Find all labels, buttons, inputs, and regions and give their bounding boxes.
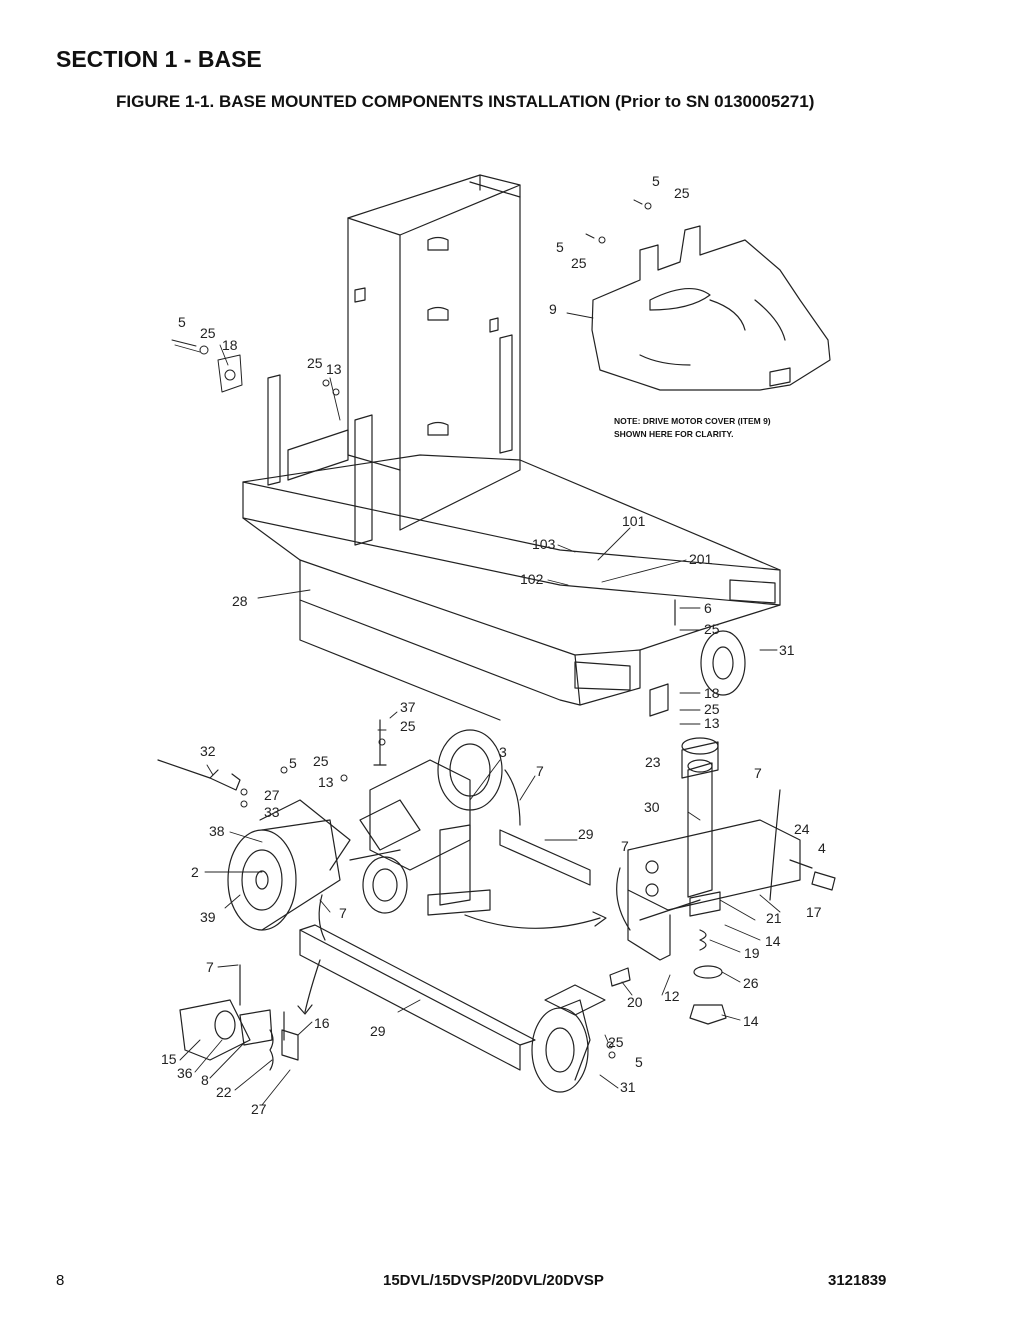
callout-5: 5 xyxy=(178,314,186,330)
callout-12: 12 xyxy=(664,988,680,1004)
base-frame xyxy=(242,454,781,721)
callout-5: 5 xyxy=(289,755,297,771)
callout-23: 23 xyxy=(645,754,661,770)
model-numbers: 15DVL/15DVSP/20DVL/20DVSP xyxy=(383,1272,604,1289)
upright-mast xyxy=(267,174,521,546)
callout-39: 39 xyxy=(200,909,216,925)
callout-19: 19 xyxy=(744,945,760,961)
steer-assembly xyxy=(609,737,836,1025)
callout-25: 25 xyxy=(307,355,323,371)
callout-25: 25 xyxy=(608,1034,624,1050)
callout-38: 38 xyxy=(209,823,225,839)
figure-title: FIGURE 1-1. BASE MOUNTED COMPONENTS INST… xyxy=(116,92,815,111)
brake-assembly xyxy=(179,964,299,1071)
caster-wheels xyxy=(531,599,746,1093)
callout-21: 21 xyxy=(766,910,782,926)
callout-32: 32 xyxy=(200,743,216,759)
callout-13: 13 xyxy=(318,774,334,790)
callout-9: 9 xyxy=(549,301,557,317)
callout-8: 8 xyxy=(201,1072,209,1088)
callout-17: 17 xyxy=(806,904,822,920)
callout-30: 30 xyxy=(644,799,660,815)
callout-2: 2 xyxy=(191,864,199,880)
callout-16: 16 xyxy=(314,1015,330,1031)
callout-29: 29 xyxy=(578,826,594,842)
callout-102: 102 xyxy=(520,571,544,587)
callout-24: 24 xyxy=(794,821,810,837)
callout-25: 25 xyxy=(313,753,329,769)
callout-labels: 5 25 5 25 9 5 25 18 25 13 101 103 201 10… xyxy=(161,173,826,1117)
callout-31: 31 xyxy=(779,642,795,658)
callout-27: 27 xyxy=(264,787,280,803)
callout-14: 14 xyxy=(743,1013,759,1029)
drive-motor-cover xyxy=(591,225,831,391)
leader-lines xyxy=(174,312,781,1106)
section-title: SECTION 1 - BASE xyxy=(56,46,262,72)
callout-4: 4 xyxy=(818,840,826,856)
note-line-2: SHOWN HERE FOR CLARITY. xyxy=(614,429,733,439)
callout-201: 201 xyxy=(689,551,713,567)
callout-28: 28 xyxy=(232,593,248,609)
callout-3: 3 xyxy=(499,744,507,760)
callout-27: 27 xyxy=(251,1101,267,1117)
callout-13: 13 xyxy=(326,361,342,377)
callout-103: 103 xyxy=(532,536,556,552)
callout-7: 7 xyxy=(621,838,629,854)
callout-6: 6 xyxy=(704,600,712,616)
callout-5: 5 xyxy=(635,1054,643,1070)
callout-13: 13 xyxy=(704,715,720,731)
callout-36: 36 xyxy=(177,1065,193,1081)
callout-5: 5 xyxy=(556,239,564,255)
callout-18: 18 xyxy=(704,685,720,701)
callout-7: 7 xyxy=(754,765,762,781)
callout-20: 20 xyxy=(627,994,643,1010)
document-number: 3121839 xyxy=(828,1272,887,1289)
cross-tube xyxy=(297,924,536,1071)
callout-25: 25 xyxy=(704,701,720,717)
fasteners xyxy=(171,199,652,1059)
callout-33: 33 xyxy=(264,804,280,820)
callout-18: 18 xyxy=(222,337,238,353)
callout-5: 5 xyxy=(652,173,660,189)
callout-15: 15 xyxy=(161,1051,177,1067)
callout-25: 25 xyxy=(400,718,416,734)
callout-25: 25 xyxy=(674,185,690,201)
callout-31: 31 xyxy=(620,1079,636,1095)
callout-25: 25 xyxy=(571,255,587,271)
note-line-1: NOTE: DRIVE MOTOR COVER (ITEM 9) xyxy=(614,416,771,426)
callout-7: 7 xyxy=(339,905,347,921)
drive-assembly xyxy=(157,719,607,941)
callout-29: 29 xyxy=(370,1023,386,1039)
callout-7: 7 xyxy=(536,763,544,779)
callout-14: 14 xyxy=(765,933,781,949)
callout-22: 22 xyxy=(216,1084,232,1100)
callout-25: 25 xyxy=(200,325,216,341)
page-number: 8 xyxy=(56,1272,65,1289)
callout-101: 101 xyxy=(622,513,646,529)
callout-25: 25 xyxy=(704,621,720,637)
callout-37: 37 xyxy=(400,699,416,715)
callout-7: 7 xyxy=(206,959,214,975)
callout-26: 26 xyxy=(743,975,759,991)
